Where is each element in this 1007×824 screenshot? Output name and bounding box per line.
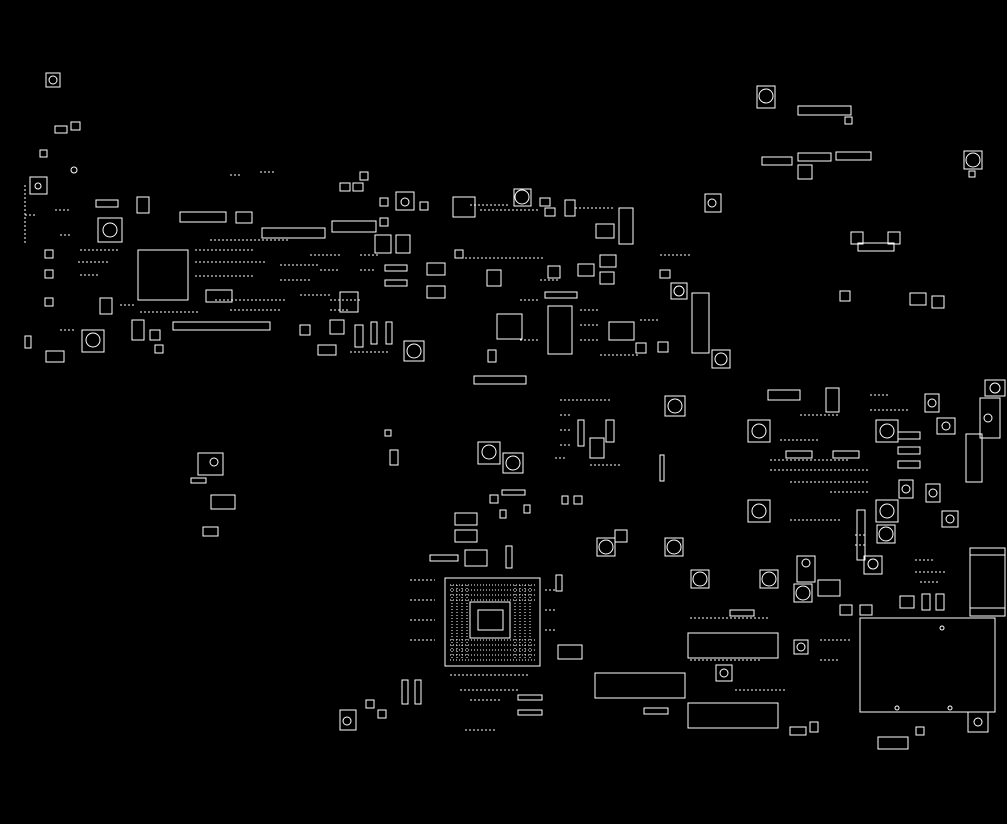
mount-hole [964, 151, 982, 169]
connector [798, 106, 851, 115]
connector [474, 376, 526, 384]
mount-hole [794, 584, 812, 602]
connector [180, 212, 226, 222]
connector [688, 703, 778, 728]
mount-hole [877, 525, 895, 543]
ic-chip [497, 314, 522, 339]
chipset-region-top-middle [427, 189, 730, 384]
connector [595, 673, 685, 698]
mount-hole [712, 350, 730, 368]
right-region [748, 380, 1005, 616]
mount-hole [597, 538, 615, 556]
mount-hole [748, 500, 770, 522]
mount-hole [748, 420, 770, 442]
mount-hole [757, 86, 775, 108]
mount-hole [98, 218, 122, 242]
shield-can [860, 618, 995, 712]
bottom-center-connectors [595, 570, 818, 735]
connector [688, 633, 778, 658]
center-region [455, 396, 685, 556]
connector [262, 228, 325, 238]
cpu-region-top-left [25, 73, 428, 362]
bga-chip [445, 578, 540, 666]
pcb-outline-layer [25, 73, 1005, 749]
mount-hole [82, 330, 104, 352]
connector [966, 434, 982, 482]
mount-hole [985, 380, 1005, 396]
mount-hole [968, 712, 988, 732]
main-ic-chip [138, 250, 188, 300]
mount-hole [876, 500, 898, 522]
ic-chip [548, 306, 572, 354]
mount-hole [876, 420, 898, 442]
mount-hole [665, 538, 683, 556]
bga-chip-region [366, 546, 582, 718]
mount-hole [760, 570, 778, 588]
connector [970, 548, 1005, 616]
passive-components-layer [25, 172, 945, 730]
mount-hole [503, 453, 523, 473]
connector [332, 221, 376, 232]
mount-hole [691, 570, 709, 588]
connector [980, 398, 1000, 438]
io-region-top-right [757, 86, 982, 308]
mount-hole [404, 341, 424, 361]
misc-components-left [191, 430, 398, 730]
connector [692, 293, 709, 353]
connector [173, 322, 270, 330]
mount-hole [665, 396, 685, 416]
bga-ball-grid [450, 585, 535, 660]
bottom-right-shield [860, 618, 995, 749]
